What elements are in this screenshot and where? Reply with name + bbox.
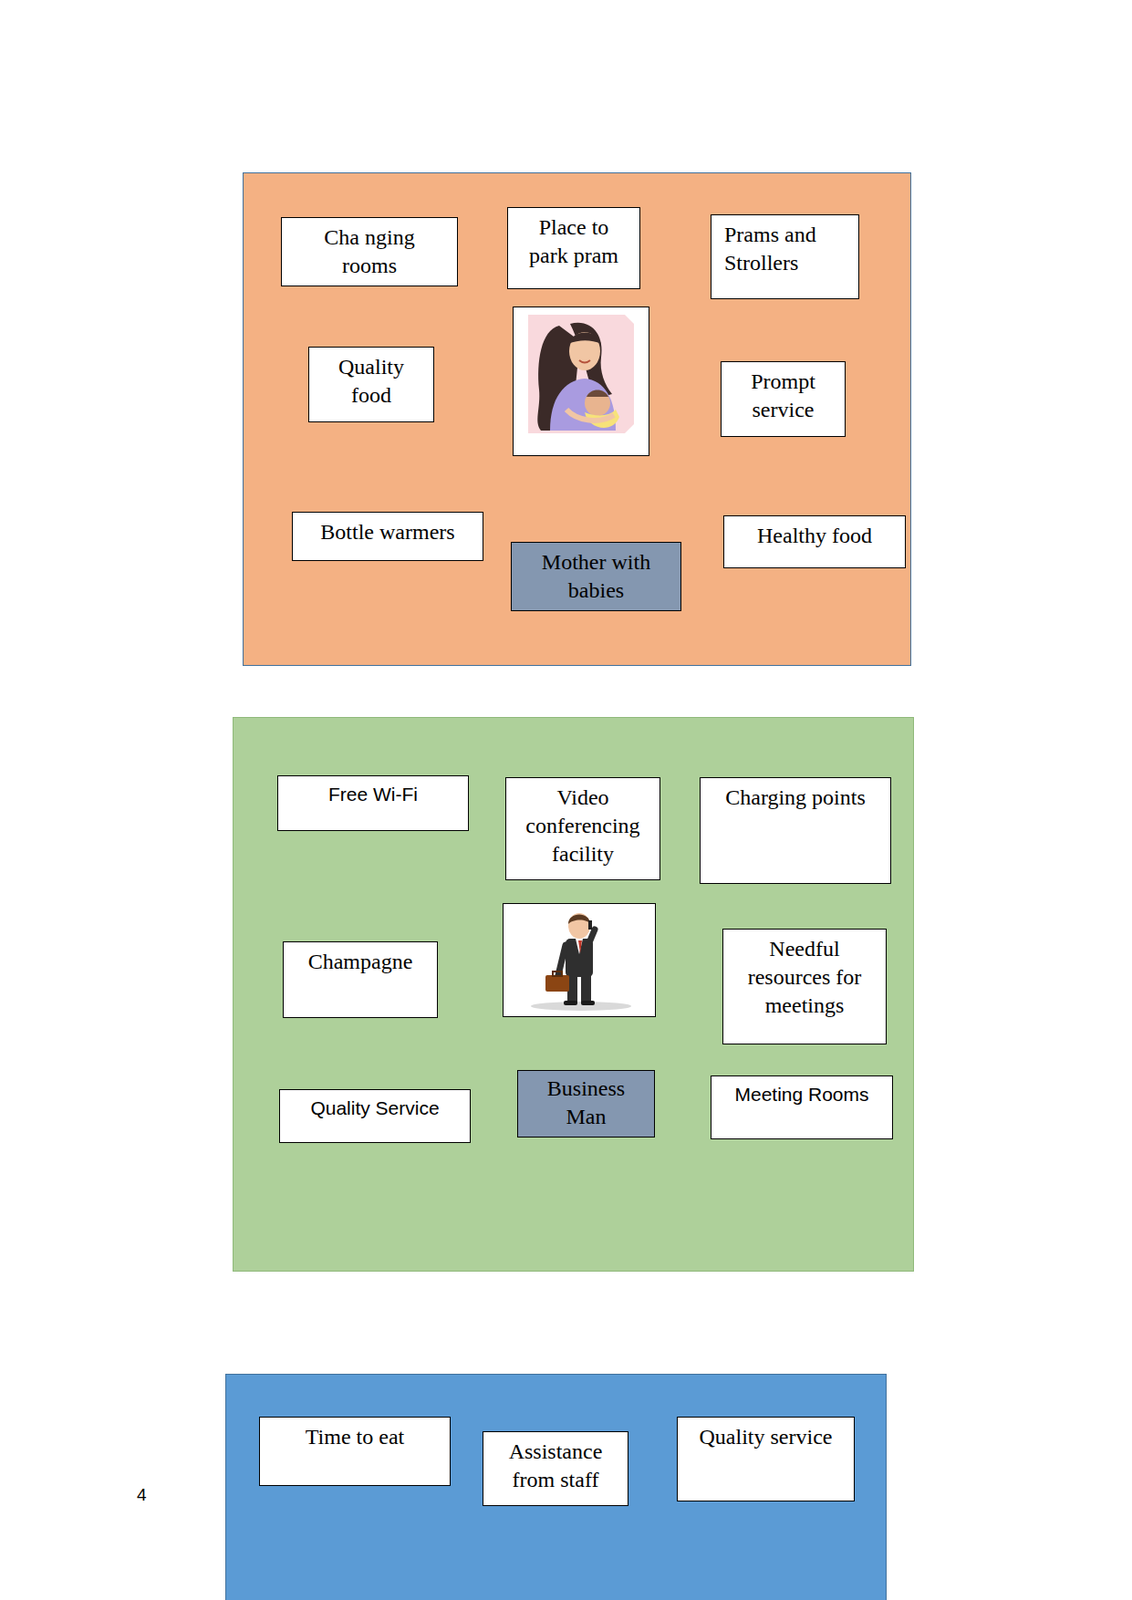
persona-box: Mother with babies	[510, 541, 682, 612]
box-text: Quality food	[325, 353, 417, 410]
feature-box: Quality food	[308, 346, 435, 423]
feature-box: Bottle warmers	[291, 511, 484, 561]
mother-svg	[513, 307, 649, 456]
feature-box: Prams and Strollers	[710, 214, 860, 300]
feature-box: Healthy food	[723, 515, 906, 569]
box-text: Meeting Rooms	[719, 1081, 884, 1107]
feature-box: Free Wi-Fi	[277, 775, 469, 831]
box-text: Business Man	[536, 1074, 637, 1132]
mother-illustration	[512, 306, 650, 457]
feature-box: Charging points	[699, 777, 892, 884]
box-text: Needful resources for meetings	[731, 934, 878, 1021]
persona-box: Business Man	[517, 1069, 655, 1138]
box-text: Quality service	[685, 1422, 846, 1452]
feature-box: Assistance from staff	[482, 1431, 629, 1506]
feature-box: Quality Service	[279, 1089, 471, 1143]
box-text: Bottle warmers	[301, 518, 475, 547]
feature-box: Needful resources for meetings	[722, 928, 887, 1045]
box-text: Time to eat	[268, 1422, 442, 1452]
feature-box: Video conferencing facility	[505, 777, 661, 881]
feature-box: Time to eat	[259, 1416, 451, 1486]
box-text: Free Wi-Fi	[286, 781, 460, 807]
box-text: Quality Service	[288, 1095, 462, 1121]
feature-box: Cha nging rooms	[280, 217, 458, 287]
feature-box: Champagne	[282, 941, 438, 1018]
box-text: Healthy food	[732, 521, 897, 551]
feature-box: Place to park pram	[507, 207, 641, 290]
businessman-illustration	[502, 903, 656, 1018]
page-number: 4	[136, 1485, 147, 1506]
box-text: Place to park pram	[519, 213, 629, 271]
box-text: Prompt service	[737, 367, 830, 425]
box-text: Mother with babies	[528, 548, 665, 605]
box-text: Prams and Strollers	[724, 220, 852, 278]
box-text: Charging points	[708, 783, 883, 812]
businessman-svg	[503, 903, 655, 1017]
box-text: Cha nging rooms	[310, 223, 429, 281]
feature-box: Quality service	[676, 1416, 855, 1502]
box-text: Assistance from staff	[491, 1437, 620, 1495]
feature-box: Prompt service	[720, 361, 846, 437]
box-text: Video conferencing facility	[514, 783, 652, 870]
feature-box: Meeting Rooms	[710, 1075, 894, 1140]
box-text: Champagne	[291, 947, 429, 977]
